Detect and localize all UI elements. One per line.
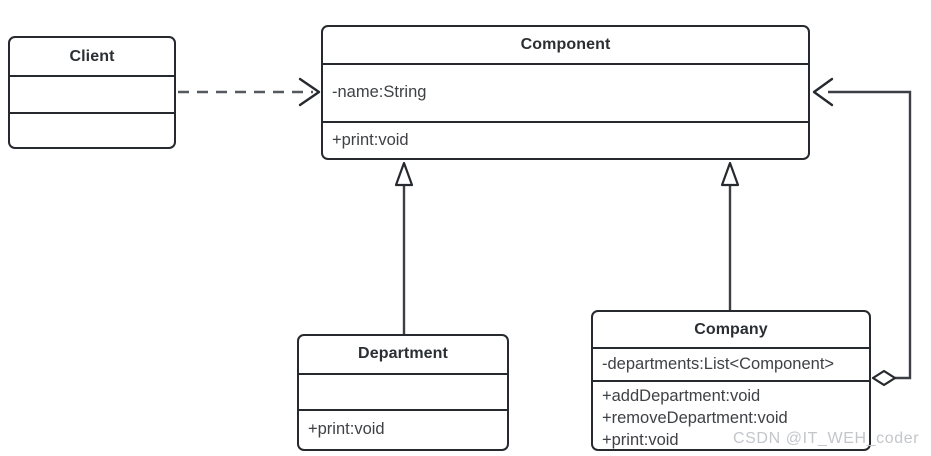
class-box-department[interactable]: Department +print:void — [297, 334, 509, 451]
class-box-company[interactable]: Company -departments:List<Component> +ad… — [591, 310, 871, 451]
class-operations-compartment-company: +addDepartment:void +removeDepartment:vo… — [593, 380, 869, 449]
relation-client-depends-component — [178, 77, 321, 107]
class-operations-compartment-component: +print:void — [323, 121, 808, 158]
class-attributes-compartment-client — [10, 75, 174, 111]
class-attributes-compartment-department — [299, 372, 507, 410]
class-attribute: -departments:List<Component> — [602, 354, 835, 373]
class-operation: +print:void — [308, 420, 385, 439]
class-name-company: Company — [694, 320, 768, 338]
class-attribute: -name:String — [332, 83, 427, 102]
class-name-component: Component — [520, 35, 611, 53]
class-title-compartment-component: Component — [323, 27, 808, 63]
class-operation: +addDepartment:void — [602, 387, 761, 405]
class-name-department: Department — [358, 345, 448, 363]
class-operation: +print:void — [332, 130, 409, 149]
class-title-compartment-company: Company — [593, 312, 869, 347]
class-box-component[interactable]: Component -name:String +print:void — [321, 25, 810, 160]
class-attributes-compartment-component: -name:String — [323, 62, 808, 121]
class-operation: +removeDepartment:void — [602, 408, 788, 427]
relation-department-extends-component — [394, 161, 414, 334]
class-title-compartment-department: Department — [299, 336, 507, 373]
watermark-label: CSDN @IT_WEH_coder — [733, 430, 920, 447]
class-box-client[interactable]: Client — [8, 36, 176, 149]
class-operation: +print:void — [602, 430, 679, 449]
class-name-client: Client — [69, 47, 115, 65]
class-title-compartment-client: Client — [10, 38, 174, 75]
class-attributes-compartment-company: -departments:List<Component> — [593, 347, 869, 380]
class-operations-compartment-department: +print:void — [299, 409, 507, 449]
class-operations-compartment-client — [10, 111, 174, 147]
relation-company-extends-component — [720, 161, 740, 310]
